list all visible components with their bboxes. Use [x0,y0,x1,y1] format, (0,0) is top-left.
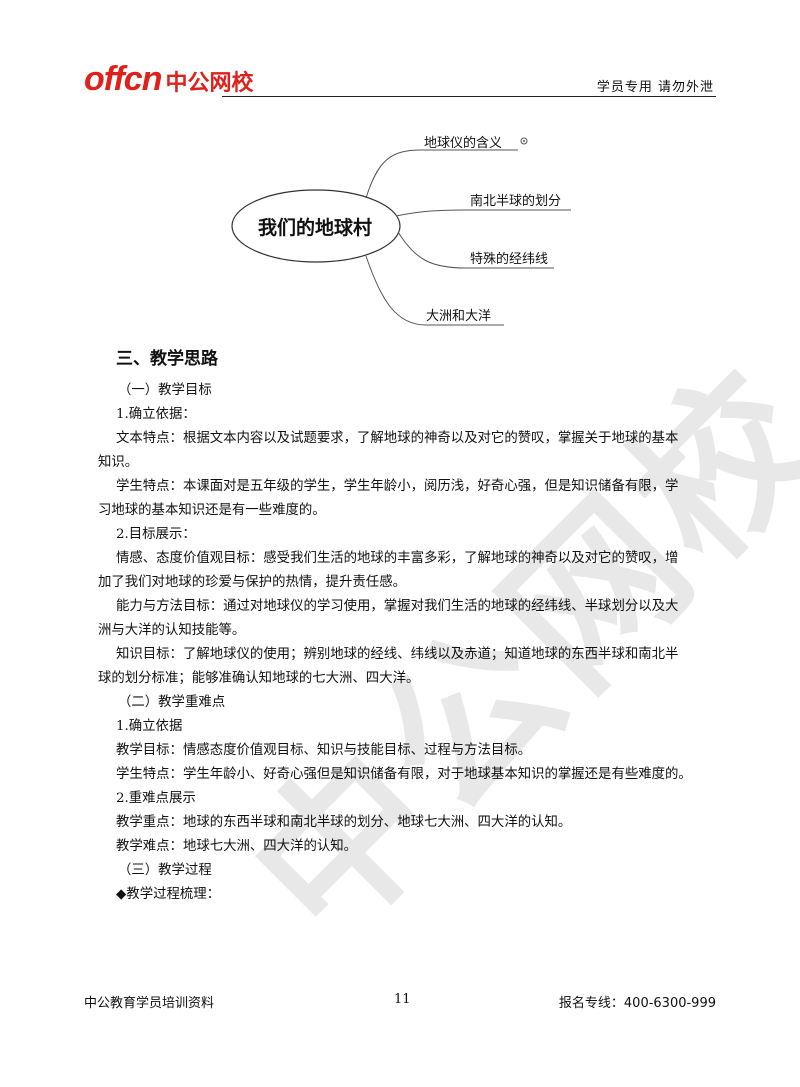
knowledge-goal-line1: 知识目标：了解地球仪的使用；辨别地球的经线、纬线以及赤道；知道地球的东西半球和南… [116,647,679,662]
key-point: 教学重点：地球的东西半球和南北半球的划分、地球七大洲、四大洋的认知。 [116,815,572,830]
part1-basis-heading: 1.确立依据： [116,407,196,422]
mind-map-branch-continents-oceans: 大洲和大洋 [426,309,492,324]
page-footer: 中公教育学员培训资料 11 报名专线：400-6300-999 [84,992,716,1014]
footer-source: 中公教育学员培训资料 [84,996,215,1011]
ability-goal-line2: 洲与大洋的认知技能等。 [98,623,246,638]
knowledge-goal-line2: 球的划分标准；能够准确认知地球的七大洲、四大洋。 [98,671,420,686]
emotion-goal-line1: 情感、态度价值观目标：感受我们生活的地球的丰富多彩，了解地球的神奇以及对它的赞叹… [116,551,679,566]
mind-map-center: 我们的地球村 [257,216,372,239]
student-features-line2: 习地球的基本知识还是有一些难度的。 [98,503,326,518]
process-outline: ◆教学过程梳理： [116,887,221,902]
header-divider [222,96,716,97]
part3-heading: （三）教学过程 [118,863,212,878]
emotion-goal-line2: 加了我们对地球的珍爱与保护的热情，提升责任感。 [98,575,406,590]
ability-goal-line1: 能力与方法目标：通过对地球仪的学习使用，掌握对我们生活的地球的经纬线、半球划分以… [116,599,679,614]
header-notice: 学员专用 请勿外泄 [596,80,714,95]
page-number: 11 [394,992,411,1007]
student-features-summary: 学生特点：学生年龄小、好奇心强但是知识储备有限，对于地球基本知识的掌握还是有些难… [116,767,692,782]
mind-map-branch-hemispheres: 南北半球的划分 [470,194,562,209]
part2-heading: （二）教学重难点 [118,695,226,710]
mind-map-branch-special-lines: 特殊的经纬线 [470,252,549,267]
part2-basis-heading: 1.确立依据 [116,719,183,734]
mind-map: 我们的地球村 地球仪的含义 南北半球的划分 特殊的经纬线 大洲和大洋 [226,120,586,340]
goals-heading: 2.目标展示： [116,527,196,542]
logo-chinese: 中公网校 [165,71,254,96]
key-difficult-heading: 2.重难点展示 [116,791,196,806]
footer-hotline: 报名专线：400-6300-999 [558,996,716,1011]
expand-icon [520,137,528,145]
logo-english: offcn [84,60,162,98]
mind-map-lines [231,137,571,326]
teaching-goals: 教学目标：情感态度价值观目标、知识与技能目标、过程与方法目标。 [116,743,532,758]
student-features-line1: 学生特点：本课面对是五年级的学生，学生年龄小，阅历浅，好奇心强，但是知识储备有限… [116,479,679,494]
main-content: 三、教学思路 （一）教学目标 1.确立依据： 文本特点：根据文本内容以及试题要求… [98,345,716,907]
page-header: offcn 中公网校 学员专用 请勿外泄 [84,58,716,100]
difficult-point: 教学难点：地球七大洲、四大洋的认知。 [116,839,358,854]
mind-map-branch-globe-meaning: 地球仪的含义 [424,136,503,151]
section-title: 三、教学思路 [116,349,218,369]
text-features-line1: 文本特点：根据文本内容以及试题要求，了解地球的神奇以及对它的赞叹，掌握关于地球的… [116,431,679,446]
offcn-logo: offcn 中公网校 [84,60,254,99]
part1-heading: （一）教学目标 [118,383,212,398]
text-features-line2: 知识。 [98,455,139,470]
